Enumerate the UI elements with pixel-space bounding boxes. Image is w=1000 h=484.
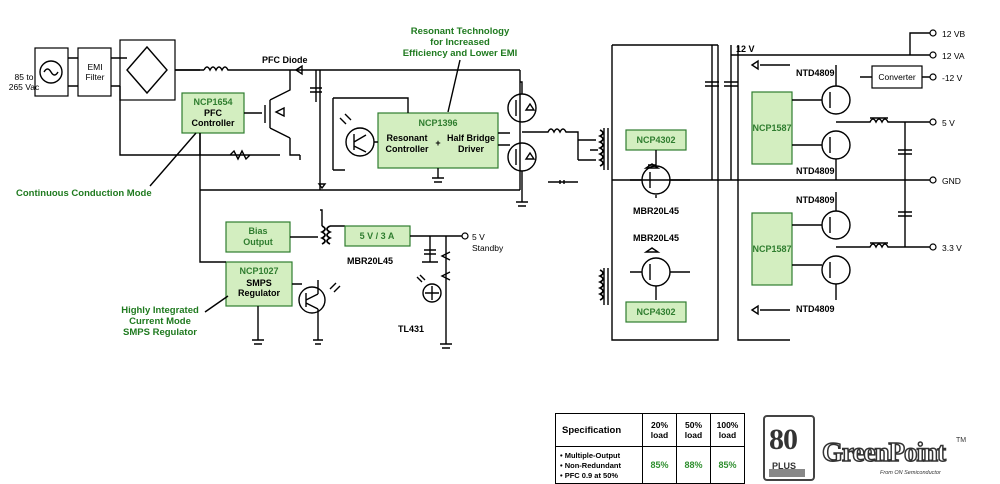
load-header-50: 50%load [676,413,711,447]
ncp1587-top [751,91,793,165]
hb-mosfet-bottom [507,142,537,172]
80-plus-text: PLUS [772,461,797,471]
standby-mbr-label: MBR20L45 [347,256,393,266]
ncp4302-bottom [625,301,687,323]
ncp1027-regulator [225,261,293,307]
ntd4809-q2 [821,130,851,160]
greenpoint-logo: GreenPoint [821,436,946,468]
standby-transformer [319,225,333,245]
emi-filter-box [77,47,112,97]
out-12vb: 12 VB [942,29,965,39]
load-header-20: 20%load [642,413,677,447]
main-transformer [597,129,604,167]
ncp1587-bottom [751,212,793,286]
ncp1654-part: NCP1654 [193,97,232,107]
out-3v3: 3.3 V [942,243,962,253]
80-plus-logo: 80 PLUS [763,415,815,481]
output-terminals [929,29,937,251]
out-5v: 5 V [942,118,955,128]
efficiency-100: 85% [710,446,745,484]
ncp1587-top-label: NCP1587 [752,123,791,133]
ntd4809-q1 [821,85,851,115]
converter-label: Converter [878,72,915,82]
bridge-rectifier [119,39,176,101]
ntd4809-label-2: NTD4809 [796,166,835,176]
ccm-annotation: Continuous Conduction Mode [16,188,152,199]
ncp1654-pfc-controller [181,92,245,134]
ncp4302-top-label: NCP4302 [636,135,675,145]
ncp1027-part: NCP1027 [239,266,278,276]
pfc-diode-symbol [294,64,303,76]
ncp1587-bottom-label: NCP1587 [752,244,791,254]
ntd4809-q4 [821,255,851,285]
efficiency-20: 85% [642,446,677,484]
feature-1: • Multiple-Output [560,451,621,460]
feature-2: • Non-Redundant [560,461,621,470]
tl431-label: TL431 [398,324,424,334]
ncp1396-plus: + [435,138,440,148]
out-minus12v: -12 V [942,73,963,83]
ntd4809-label-4: NTD4809 [796,304,835,314]
ncp4302-bottom-label: NCP4302 [636,307,675,317]
greenpoint-subtitle: From ON Semiconductor [880,470,941,476]
ntd4809-q3 [821,210,851,240]
greenpoint-tm: TM [956,437,967,444]
ncp1396-part: NCP1396 [418,118,457,128]
80-plus-bar [769,469,805,477]
sr-mosfet-bottom [641,257,671,287]
ntd4809-label-1: NTD4809 [796,68,835,78]
ac-source-icon [39,60,63,84]
load-header-100: 100%load [710,413,745,447]
mbr-bottom-label: MBR20L45 [633,233,679,243]
spec-features: • Multiple-Output • Non-Redundant • PFC … [555,446,643,484]
opto-transistor-icon [298,286,326,314]
efficiency-spec-table: Specification 20%load 50%load 100%load •… [555,413,745,484]
efficiency-50: 88% [676,446,711,484]
hb-mosfet-top [507,93,537,123]
mbr-top-label: MBR20L45 [633,206,679,216]
out-12va: 12 VA [942,51,965,61]
pfc-diode-label: PFC Diode [262,55,308,65]
optocoupler-icon [345,127,375,157]
feature-3: • PFC 0.9 at 50% [560,471,619,480]
standby-5v3a-label: 5 V / 3 A [360,231,395,241]
spec-header: Specification [555,413,643,447]
80-plus-number: 80 [769,423,798,456]
ntd4809-label-3: NTD4809 [796,195,835,205]
tl431-icon [422,283,442,303]
bus-12v-label: 12 V [736,44,755,54]
out-gnd: GND [942,176,961,186]
